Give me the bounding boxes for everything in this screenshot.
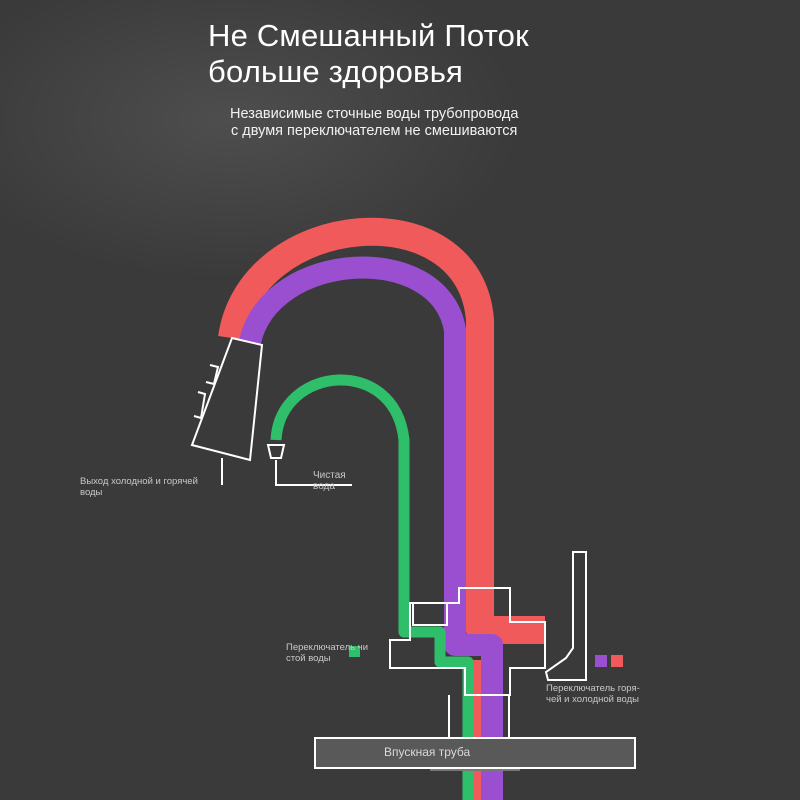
hot-cold-switch-label-line-2: чей и холодной воды (546, 694, 639, 705)
hot-cold-lever (544, 551, 587, 681)
mounting-plate (314, 737, 636, 769)
clean-switch-marker (349, 646, 360, 657)
spray-head-button-top (205, 364, 220, 386)
page-title: Не Смешанный Поток больше здоровья (208, 18, 529, 90)
spray-head (190, 336, 264, 462)
outlet-label-line-1: Выход холодной и горячей (80, 476, 198, 487)
clean-switch-label-line-2: стой воды (286, 653, 331, 664)
clean-switch-label: Переключатель чи стой воды (286, 642, 368, 664)
clean-water-switch-knob (412, 602, 448, 626)
cold-marker (595, 655, 607, 667)
page-subtitle: Независимые сточные воды трубопровода с … (230, 106, 518, 140)
cold-water-pipe (239, 256, 503, 800)
clean-switch-label-line-1: Переключатель чи (286, 642, 369, 653)
outlet-label-line-2: воды (80, 487, 103, 498)
hot-cold-switch-label: Переключатель горя- чей и холодной воды (546, 683, 640, 705)
hot-marker (611, 655, 623, 667)
spray-head-button-bottom (193, 391, 207, 420)
clean-water-label-line-2: вода (313, 481, 335, 492)
clean-water-label: Чистая вода (313, 470, 346, 492)
title-line-2: больше здоровья (208, 54, 464, 89)
clean-water-nozzle (266, 444, 286, 459)
clean-water-callout-line (275, 460, 352, 486)
inlet-pipe-label: Впускная труба (384, 745, 471, 759)
outlet-label: Выход холодной и горячей воды (80, 476, 198, 498)
faucet-base-neck (448, 695, 510, 738)
subtitle-line-2: с двумя переключателем не смешиваются (231, 123, 518, 139)
subtitle-line-1: Независимые сточные воды трубопровода (230, 106, 519, 122)
faucet-body-outline (389, 587, 546, 696)
title-line-1: Не Смешанный Поток (208, 18, 529, 53)
hot-water-pipe (218, 217, 545, 644)
clean-water-label-line-1: Чистая (313, 470, 346, 481)
clean-water-pipe (270, 374, 474, 800)
hot-cold-switch-label-line-1: Переключатель горя- (546, 683, 640, 694)
